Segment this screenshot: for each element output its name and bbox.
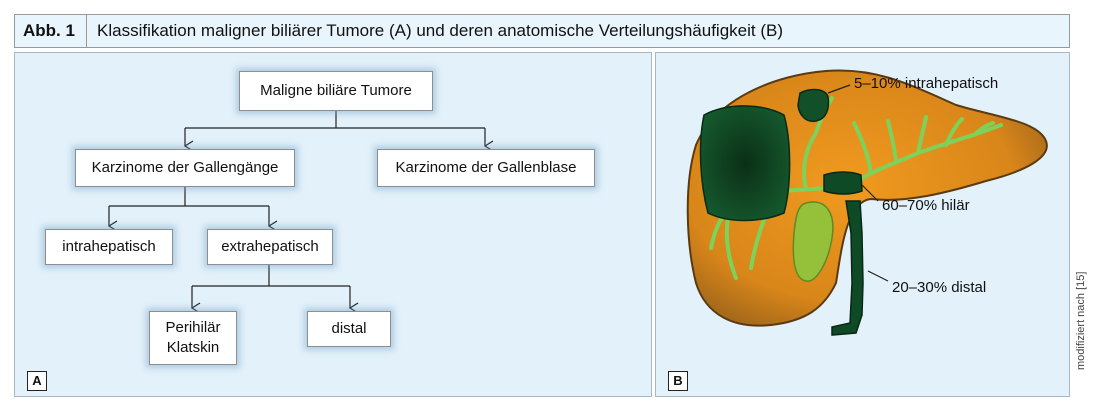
distal-bile-duct-tumor: [831, 200, 864, 336]
figure-header: Abb. 1 Klassifikation maligner biliärer …: [14, 14, 1070, 48]
panel-a-tag: A: [27, 371, 47, 391]
figure-title: Klassifikation maligner biliärer Tumore …: [97, 21, 784, 40]
hilar-tumor: [823, 171, 863, 195]
node-distal: distal: [307, 311, 391, 347]
liver-illustration: [686, 69, 1048, 336]
node-karzinome-gallenblase: Karzinome der Gallenblase: [377, 149, 595, 187]
node-intrahepatisch: intrahepatisch: [45, 229, 173, 265]
tree-connectors: [107, 111, 494, 314]
panel-b-tag: B: [668, 371, 688, 391]
pointer-intrahepatisch: [827, 84, 851, 94]
figure-credit: modifiziert nach [15]: [1075, 271, 1087, 370]
node-maligne-biliaere-tumore: Maligne biliäre Tumore: [239, 71, 433, 111]
node-karzinome-gallengaenge: Karzinome der Gallengänge: [75, 149, 295, 187]
figure-number: Abb. 1: [15, 15, 87, 47]
panel-a-classification: Maligne biliäre Tumore Karzinome der Gal…: [14, 52, 652, 397]
node-extrahepatisch: extrahepatisch: [207, 229, 333, 265]
intrahepatic-tumor-small: [797, 88, 830, 123]
label-intrahepatisch-percent: 5–10% intrahepatisch: [854, 75, 999, 92]
node-perihilaer-klatskin: Perihilär Klatskin: [149, 311, 237, 365]
pointer-hilaer: [861, 184, 879, 202]
label-hilaer-percent: 60–70% hilär: [882, 197, 970, 214]
intrahepatic-tumor-large: [699, 105, 791, 222]
gallbladder-shape: [792, 201, 834, 282]
panel-b-liver-distribution: 5–10% intrahepatisch 60–70% hilär 20–30%…: [655, 52, 1070, 397]
pointer-distal: [867, 270, 889, 282]
label-distal-percent: 20–30% distal: [892, 279, 987, 296]
